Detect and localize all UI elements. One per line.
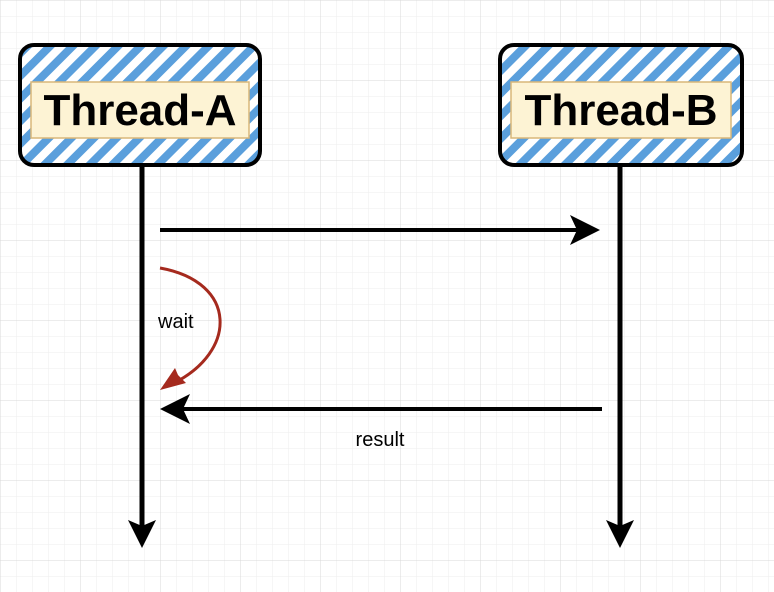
thread-a-header[interactable]: Thread-A (18, 43, 262, 167)
thread-b-lifeline-arrowhead (606, 520, 634, 548)
thread-a-box-outline (18, 43, 262, 167)
thread-b-header[interactable]: Thread-B (498, 43, 744, 167)
thread-b-box-outline (498, 43, 744, 167)
result-arrow-head (160, 394, 190, 424)
call-arrow[interactable] (160, 215, 600, 245)
thread-b-label: Thread-B (524, 86, 717, 135)
wait-arrow-curve (159, 266, 222, 386)
wait-arrow-head (160, 368, 186, 390)
thread-a-lifeline-arrowhead (128, 520, 156, 548)
wait-arrow[interactable] (159, 266, 222, 390)
result-arrow[interactable] (160, 394, 602, 424)
thread-b-label-box (510, 81, 732, 139)
result-label: result (356, 429, 405, 451)
thread-a-label-box (30, 81, 250, 139)
wait-label: wait (157, 311, 194, 333)
call-arrow-head (570, 215, 600, 245)
thread-a-label: Thread-A (43, 86, 236, 135)
